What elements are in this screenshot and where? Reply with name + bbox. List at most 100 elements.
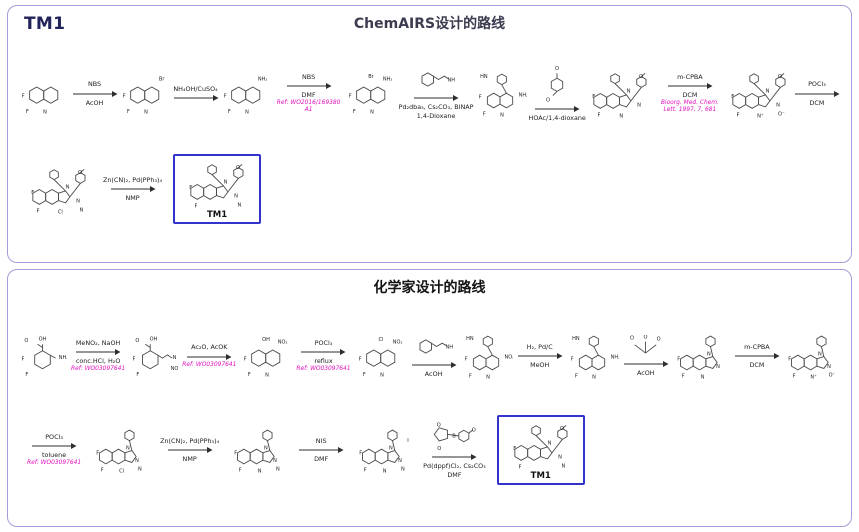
condition-text: MeOH bbox=[530, 361, 550, 370]
reference-text: Ref: WO03097641 bbox=[27, 459, 82, 466]
atom-label: O bbox=[560, 426, 564, 432]
atom-label: O bbox=[630, 335, 634, 341]
atom-label: N bbox=[264, 445, 268, 451]
atom-label: N⁺ bbox=[757, 114, 764, 119]
atom-label: N bbox=[380, 372, 384, 377]
atom-label: O bbox=[555, 66, 559, 72]
atom-label: F bbox=[788, 357, 791, 363]
atom-label: F bbox=[228, 109, 231, 115]
atom-label: OH bbox=[150, 336, 158, 342]
atom-label: N bbox=[135, 458, 139, 464]
arrow-right-icon bbox=[72, 90, 118, 98]
atom-label: N bbox=[79, 207, 83, 213]
reagent-text: Ac₂O, AcOK bbox=[191, 343, 228, 352]
atom-label: O bbox=[24, 338, 28, 344]
condition-text: AcOH bbox=[85, 98, 104, 107]
atom-label: F bbox=[224, 94, 227, 100]
arrow-right-icon bbox=[794, 90, 840, 98]
reagent-text: POCl₃ bbox=[314, 339, 333, 348]
atom-label: N⁺ bbox=[810, 375, 817, 381]
atom-label: N bbox=[173, 355, 177, 361]
panel-title-chemairs: ChemAIRS设计的路线 bbox=[353, 16, 506, 32]
atom-label: F bbox=[123, 94, 126, 100]
target-molecule-label: TM1 bbox=[24, 14, 66, 34]
atom-label: Br bbox=[368, 74, 374, 80]
arrow-right-icon bbox=[667, 82, 713, 90]
atom-label: NH₂ bbox=[448, 78, 456, 84]
condition-text: DMF bbox=[447, 470, 462, 479]
reaction-step: H₂, Pd/C MeOH bbox=[516, 343, 564, 370]
atom-label: B bbox=[453, 434, 457, 440]
atom-label: N bbox=[76, 198, 80, 204]
atom-label: N bbox=[827, 364, 831, 370]
reagent-text: m-CPBA bbox=[677, 73, 703, 81]
condition-text: DCM bbox=[682, 91, 698, 100]
atom-label: F bbox=[677, 357, 680, 363]
atom-label: O bbox=[78, 169, 82, 175]
arrow-right-icon bbox=[298, 446, 344, 454]
condition-text: 1,4-Dioxane bbox=[416, 111, 456, 120]
atom-label: N bbox=[401, 467, 405, 473]
atom-label: F bbox=[575, 374, 578, 380]
arrow-right-icon bbox=[173, 94, 219, 102]
atom-label: F bbox=[571, 357, 574, 363]
atom-label: N bbox=[486, 375, 490, 381]
atom-label: Cl bbox=[58, 209, 63, 214]
reagent-structure: NH₂ bbox=[415, 334, 455, 359]
atom-label: HN bbox=[572, 336, 580, 342]
atom-label: NH₂ bbox=[59, 355, 67, 361]
atom-label: N bbox=[224, 180, 228, 186]
atom-label: HN bbox=[480, 73, 488, 79]
atom-label: Cl bbox=[378, 336, 383, 342]
atom-label: F bbox=[101, 468, 104, 474]
atom-label: N bbox=[777, 103, 781, 109]
atom-label: F bbox=[737, 113, 740, 119]
atom-label: F bbox=[26, 109, 29, 115]
reference-text: Bioorg. Med. Chem. Lett. 1997, 7, 681 bbox=[660, 99, 719, 114]
atom-label: Cl bbox=[119, 468, 124, 474]
atom-label: F bbox=[36, 208, 39, 214]
reagent-text: NBS bbox=[87, 80, 102, 89]
atom-label: F bbox=[593, 94, 596, 100]
atom-label: O bbox=[778, 74, 782, 80]
reagent-text: POCl₃ bbox=[45, 433, 63, 442]
atom-label: N bbox=[638, 103, 642, 109]
molecule-benzAcid: OHONH₂FF bbox=[18, 335, 68, 378]
arrow-right-icon bbox=[734, 352, 780, 360]
atom-label: N bbox=[138, 467, 142, 473]
atom-label: HN bbox=[466, 336, 474, 342]
atom-label: F bbox=[127, 109, 130, 115]
condition-text: HOAc/1,4-dioxane bbox=[528, 114, 586, 123]
arrow-right-icon bbox=[110, 185, 156, 193]
atom-label: N bbox=[276, 467, 280, 473]
atom-label: F bbox=[469, 374, 472, 380]
reagent-text: H₂, Pd/C bbox=[526, 342, 553, 351]
atom-label: F bbox=[133, 356, 136, 362]
atom-label: F bbox=[244, 356, 247, 362]
atom-label: N bbox=[620, 114, 624, 119]
atom-label: F bbox=[358, 356, 361, 362]
atom-label: O bbox=[236, 165, 240, 171]
atom-label: F bbox=[513, 447, 516, 453]
atom-label: F bbox=[362, 371, 365, 377]
atom-label: N bbox=[627, 89, 631, 95]
arrow-right-icon bbox=[413, 94, 459, 102]
reaction-step: NH₄OH/CuSO₄ bbox=[172, 85, 220, 103]
arrow-right-icon bbox=[517, 352, 563, 360]
reagent-text: NH₄OH/CuSO₄ bbox=[173, 84, 218, 93]
